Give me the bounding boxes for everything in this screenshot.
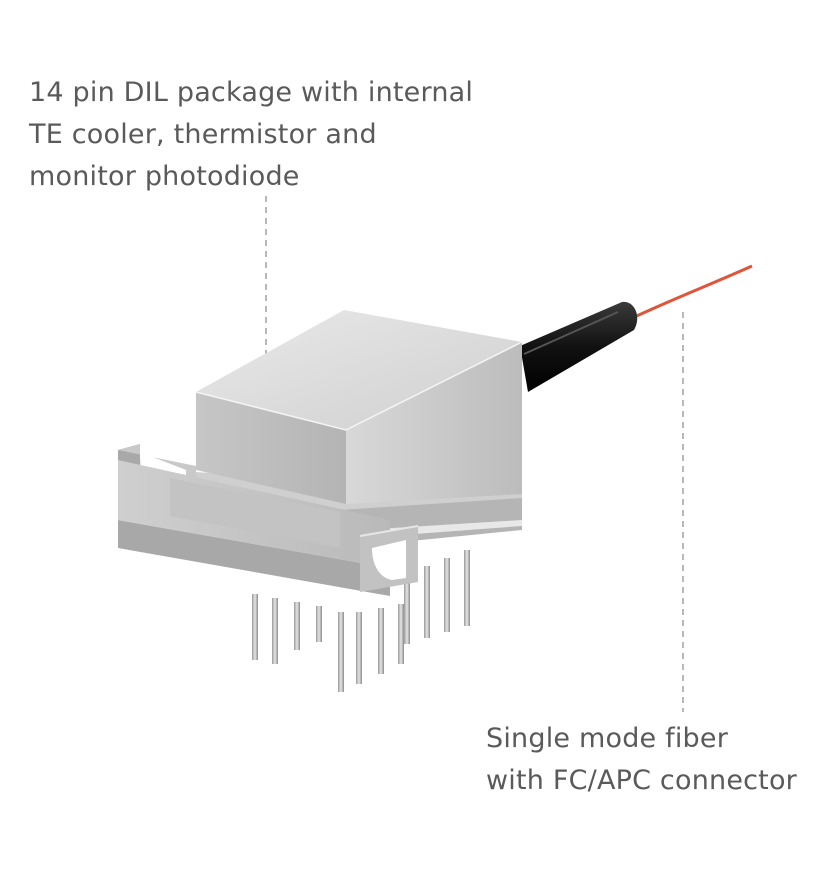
fiber-cable <box>627 264 753 322</box>
fiber-caption-line-2: with FC/APC connector <box>486 765 797 796</box>
fiber-boot <box>520 301 638 392</box>
package-caption: 14 pin DIL package with internal TE cool… <box>29 72 473 198</box>
back-pins <box>404 550 470 644</box>
front-pins <box>252 594 404 692</box>
package-caption-line-1: 14 pin DIL package with internal <box>29 77 474 108</box>
fiber-caption: Single mode fiber with FC/APC connector <box>486 718 797 802</box>
fiber-caption-line-1: Single mode fiber <box>486 723 728 754</box>
mounting-flange <box>118 444 419 596</box>
housing <box>195 310 523 504</box>
package-caption-line-2: TE cooler, thermistor and <box>29 119 377 150</box>
package-caption-line-3: monitor photodiode <box>29 161 300 192</box>
